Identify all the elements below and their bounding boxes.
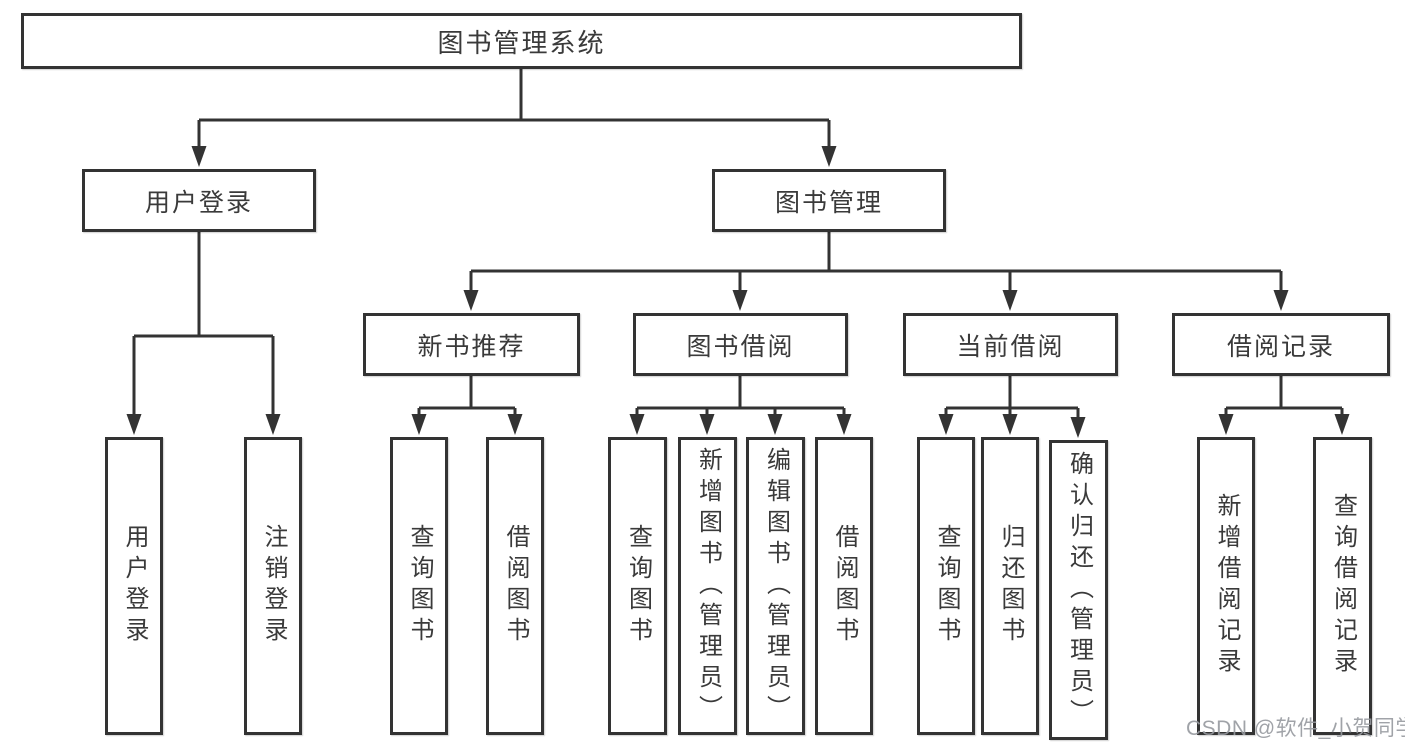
leaf-logout: 注销登录 [244, 437, 302, 735]
node-new-book-recommend: 新书推荐 [363, 313, 580, 376]
leaf-label: 归还图书 [997, 524, 1024, 648]
leaf-query-borrow-record: 查询借阅记录 [1313, 437, 1372, 735]
arrowhead-icon [1273, 290, 1289, 311]
leaf-label: 确认归还（管理员） [1065, 450, 1093, 730]
leaf-label: 编辑图书（管理员） [762, 446, 790, 726]
node-book-management: 图书管理 [712, 169, 946, 232]
arrowhead-icon [1070, 417, 1086, 438]
arrowhead-icon [767, 414, 783, 435]
arrowhead-icon [1002, 290, 1018, 311]
arrowhead-icon [1218, 414, 1234, 435]
leaf-label: 查询图书 [933, 524, 960, 648]
arrowhead-icon [1002, 414, 1018, 435]
arrowhead-icon [411, 414, 427, 435]
leaf-label: 新增借阅记录 [1213, 493, 1240, 679]
node-current-borrowing: 当前借阅 [903, 313, 1118, 376]
leaf-query-books-recommend: 查询图书 [390, 437, 448, 735]
arrowhead-icon [265, 414, 281, 435]
leaf-query-books-borrowing: 查询图书 [608, 437, 667, 735]
leaf-label: 新增图书（管理员） [694, 446, 722, 726]
arrowhead-icon [836, 414, 852, 435]
leaf-user-login: 用户登录 [105, 437, 163, 735]
leaf-borrow-books-recommend: 借阅图书 [486, 437, 544, 735]
node-library-system: 图书管理系统 [21, 13, 1022, 69]
node-book-borrowing: 图书借阅 [633, 313, 848, 376]
leaf-label: 查询借阅记录 [1329, 493, 1357, 679]
arrowhead-icon [821, 146, 837, 167]
arrowhead-icon [938, 414, 954, 435]
arrowhead-icon [1334, 414, 1350, 435]
node-borrowing-records: 借阅记录 [1172, 313, 1390, 376]
leaf-label: 借阅图书 [502, 524, 529, 648]
leaf-add-borrow-record: 新增借阅记录 [1197, 437, 1255, 735]
leaf-label: 查询图书 [406, 524, 433, 648]
arrowhead-icon [629, 414, 645, 435]
arrowhead-icon [732, 290, 748, 311]
leaf-query-books-current: 查询图书 [917, 437, 975, 735]
arrowhead-icon [507, 414, 523, 435]
leaf-confirm-return-admin: 确认归还（管理员） [1049, 440, 1108, 740]
leaf-label: 用户登录 [121, 524, 148, 648]
arrowhead-icon [126, 414, 142, 435]
arrowhead-icon [699, 414, 715, 435]
leaf-label: 查询图书 [624, 524, 652, 648]
leaf-return-books: 归还图书 [981, 437, 1039, 735]
leaf-add-book-admin: 新增图书（管理员） [678, 437, 737, 735]
leaf-label: 借阅图书 [831, 524, 858, 648]
leaf-borrow-books: 借阅图书 [815, 437, 873, 735]
arrowhead-icon [463, 290, 479, 311]
leaf-edit-book-admin: 编辑图书（管理员） [746, 437, 805, 735]
node-user-login: 用户登录 [82, 169, 316, 232]
csdn-watermark: CSDN @软件_小贺同学 [1186, 717, 1405, 740]
leaf-label: 注销登录 [260, 524, 287, 648]
arrowhead-icon [191, 146, 207, 167]
